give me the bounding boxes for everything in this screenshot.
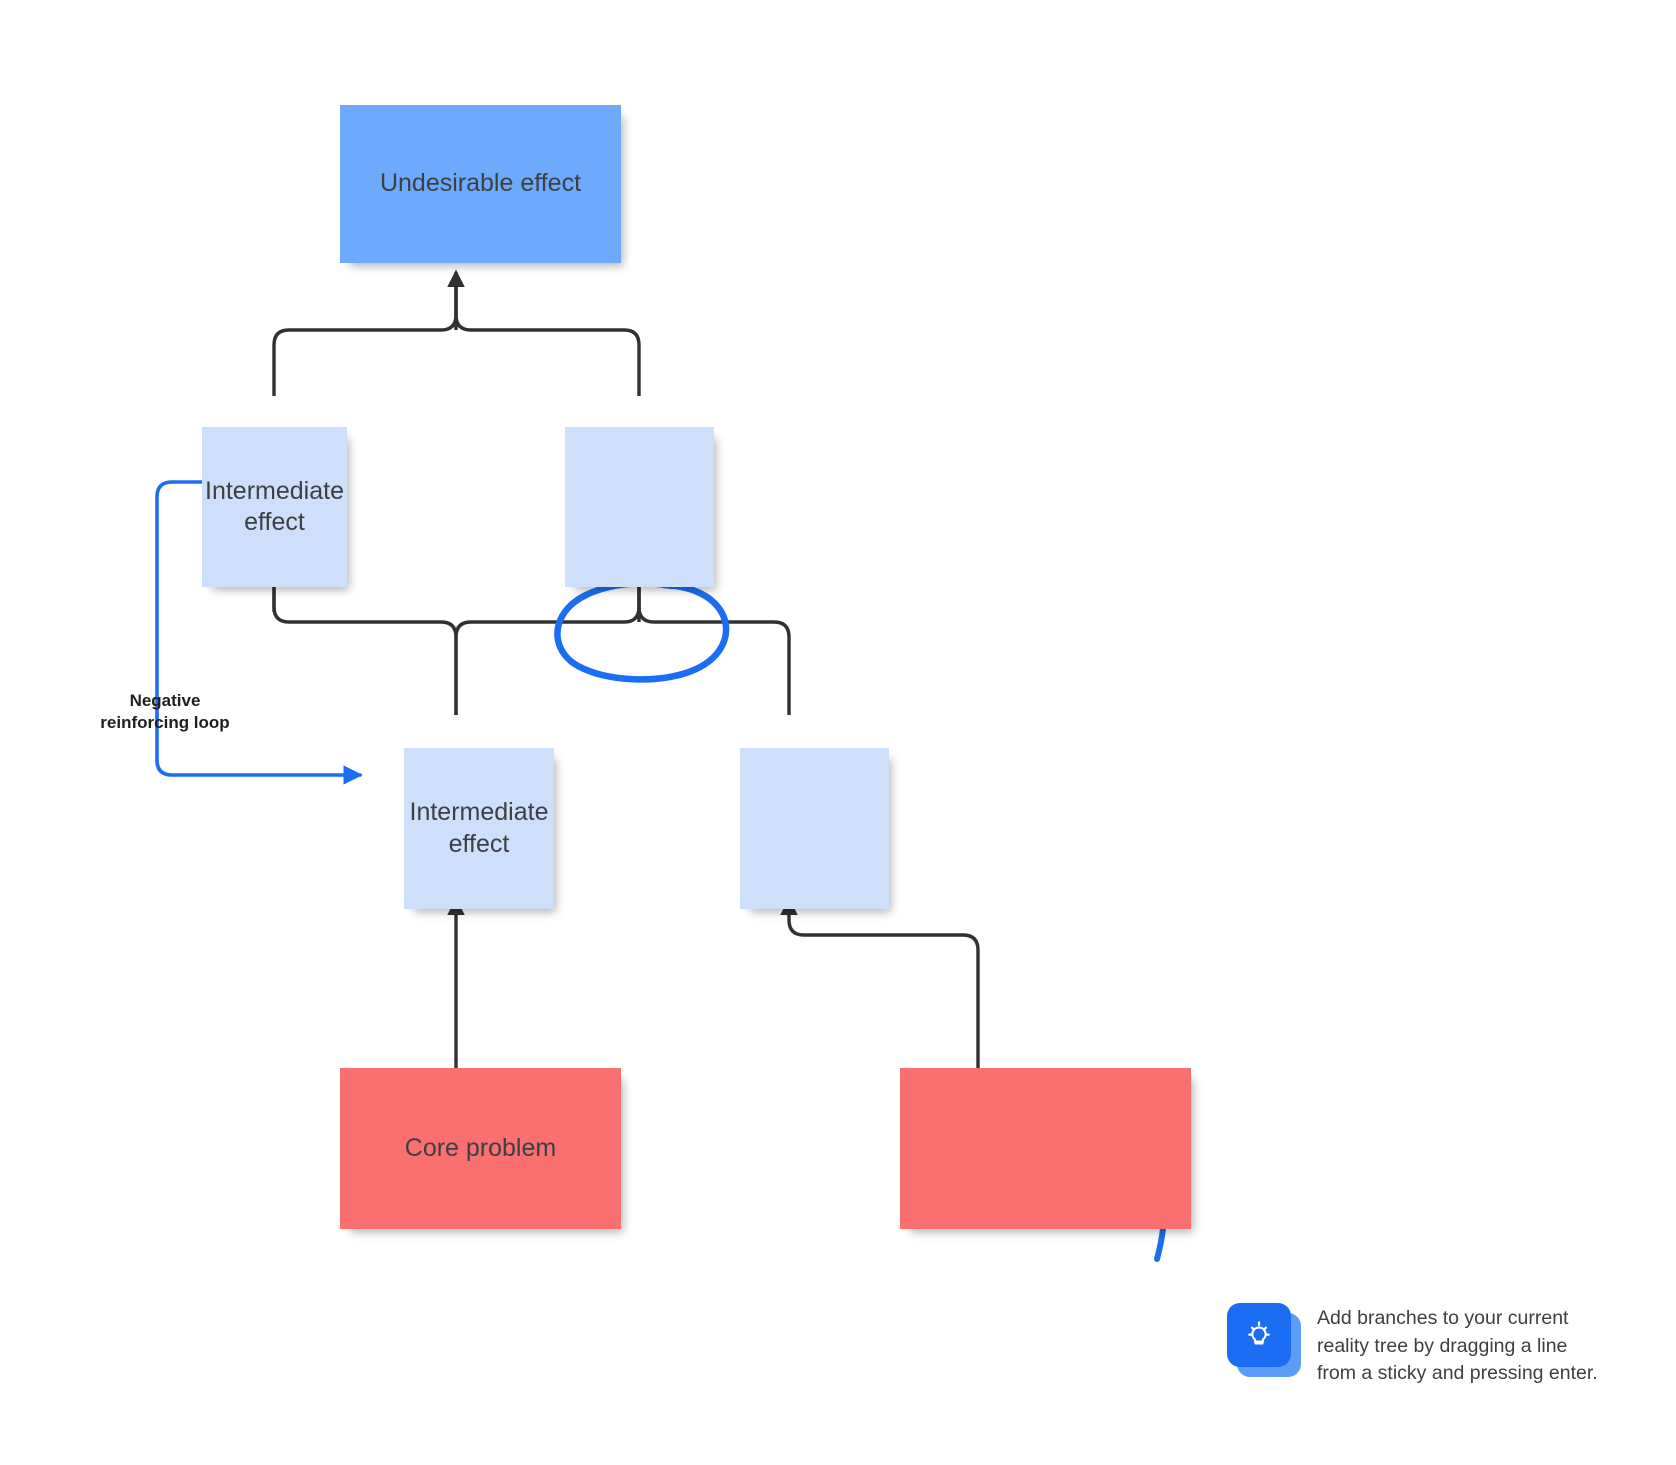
edge-int4-to-int2 [637,570,791,715]
sticky-label: Core problem [404,1133,557,1162]
sticky-core-problem-2[interactable] [900,1068,1191,1229]
edge-int2-to-ude [454,282,641,396]
edge-core2-to-int4 [780,897,980,1068]
lightbulb-icon [1248,1321,1270,1345]
sticky-label: Undesirable effect [379,169,582,198]
hint-lightbulb-button[interactable] [1227,1303,1291,1367]
sticky-intermediate-effect-1[interactable]: Intermediate effect [202,427,347,587]
sticky-label: Intermediate effect [409,798,549,858]
sticky-intermediate-effect-4[interactable] [740,748,889,909]
ink-ellipse-annotation [554,580,730,683]
sticky-intermediate-effect-2[interactable] [565,427,714,587]
sticky-label: Intermediate effect [205,476,344,536]
sticky-intermediate-effect-3[interactable]: Intermediate effect [404,748,554,909]
edge-int3-to-int1 [272,570,458,715]
negative-reinforcing-loop-label: Negative reinforcing loop [100,691,230,733]
hint-text: Add branches to your current reality tre… [1317,1307,1598,1385]
hint-button-wrap [1227,1303,1301,1377]
sticky-core-problem-1[interactable]: Core problem [340,1068,621,1229]
edge-int3-to-int2 [454,570,641,715]
hint-callout: Add branches to your current reality tre… [1227,1303,1607,1388]
edge-int1-to-ude [272,276,458,396]
sticky-undesirable-effect[interactable]: Undesirable effect [340,105,621,263]
